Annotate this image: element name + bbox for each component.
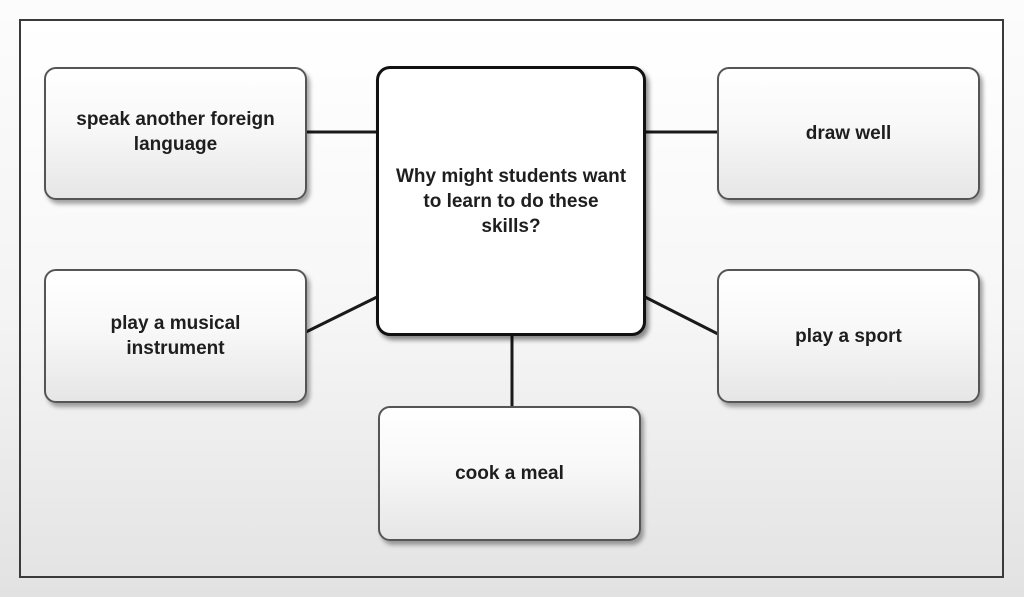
connector-mid-right: [644, 295, 719, 336]
node-label: play a musical instrument: [110, 313, 241, 359]
node-label: speak another foreign language: [76, 108, 275, 155]
central-question-text: Why might students want to learn to do t…: [395, 165, 627, 237]
node-play-a-musical-instrument: play a musical instrument: [44, 269, 307, 403]
node-play-a-sport: play a sport: [717, 269, 980, 403]
node-cook-a-meal: cook a meal: [378, 406, 641, 541]
node-label: draw well: [805, 123, 892, 144]
node-label: cook a meal: [455, 463, 564, 484]
node-speak-another-foreign-language: speak another foreign language: [44, 67, 307, 200]
connector-mid-left: [305, 295, 378, 334]
node-draw-well: draw well: [717, 67, 980, 200]
node-label: play a sport: [795, 325, 902, 347]
central-question: Why might students want to learn to do t…: [376, 66, 646, 336]
